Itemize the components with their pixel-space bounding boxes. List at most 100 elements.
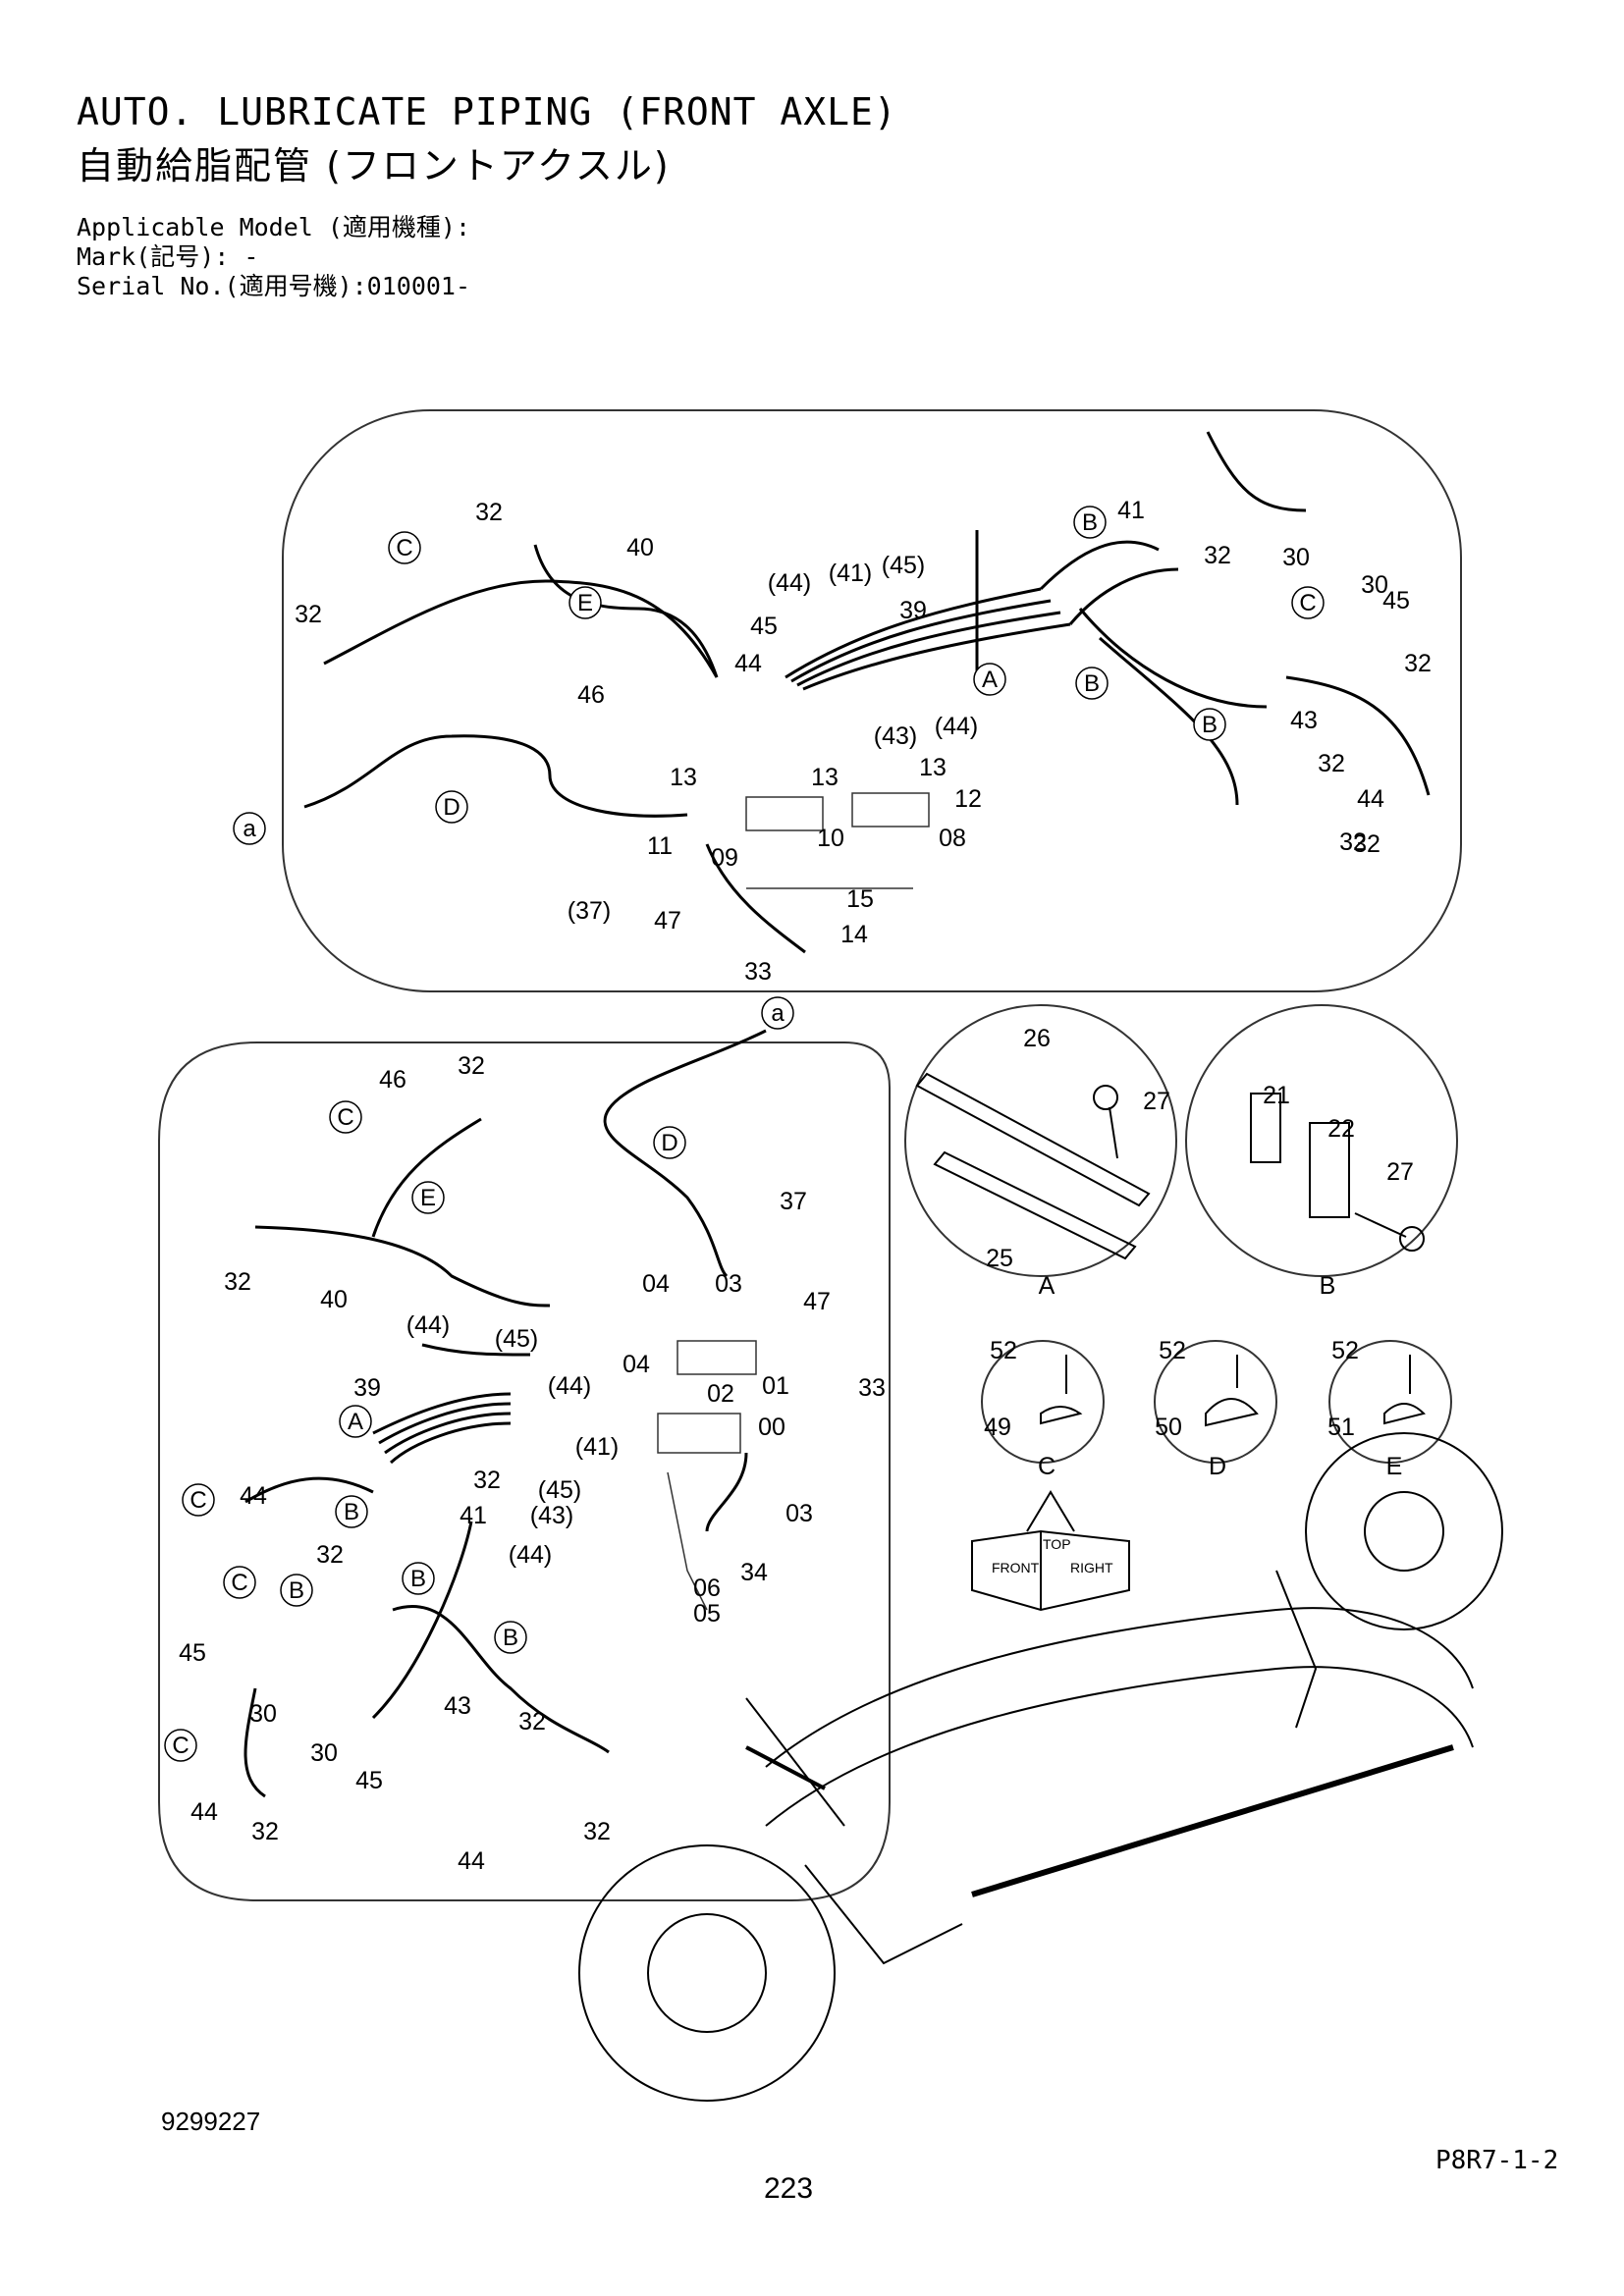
bottom-callout-4-bubble <box>653 1126 686 1159</box>
top-callout-42: 44 <box>1357 785 1384 813</box>
top-callout-2-bubble <box>388 531 421 564</box>
bottom-callout-45: C <box>172 1733 189 1759</box>
orientation-top: TOP <box>1043 1536 1071 1552</box>
page-number: 223 <box>764 2172 814 2205</box>
top-callout-30: 41 <box>1117 497 1145 524</box>
top-callout-29: D <box>443 794 460 821</box>
bottom-callout-14: 39 <box>353 1374 381 1402</box>
top-callout-24: 14 <box>840 921 868 948</box>
orientation-box <box>971 1490 1130 1612</box>
bottom-callout-50: 44 <box>458 1847 485 1875</box>
top-callout-44: 32 <box>1339 828 1367 856</box>
mark: Mark(記号): - <box>77 242 259 271</box>
top-callout-12: A <box>982 667 998 693</box>
bottom-callout-47: 44 <box>190 1798 218 1826</box>
detail-circles <box>904 1004 1458 1464</box>
top-callout-43: 32 <box>1353 830 1380 858</box>
bottom-callout-3-bubble <box>329 1100 362 1134</box>
detail-A-part-26: 26 <box>1023 1025 1051 1052</box>
top-callout-3: E <box>577 590 593 616</box>
top-callout-27: (37) <box>568 897 611 925</box>
top-callout-4: 32 <box>295 601 322 628</box>
bottom-callout-3: C <box>337 1104 353 1131</box>
bottom-callout-4: D <box>661 1130 677 1156</box>
top-callout-20: 09 <box>711 844 738 872</box>
bottom-callout-24: 32 <box>473 1467 501 1494</box>
detail-D-part-50: 50 <box>1155 1414 1182 1441</box>
top-callout-38-bubble <box>1075 667 1109 700</box>
bottom-callout-35-bubble <box>280 1574 313 1607</box>
bottom-callout-45-bubble <box>164 1729 197 1762</box>
bottom-callout-40: 30 <box>249 1700 277 1728</box>
top-callout-28: a <box>243 816 256 842</box>
serial-no: Serial No.(適用号機):010001- <box>77 272 471 300</box>
top-callout-41: 32 <box>1318 750 1345 777</box>
drawing-number: 9299227 <box>161 2107 261 2136</box>
top-callout-5: 46 <box>577 681 605 709</box>
bottom-callout-26-bubble <box>335 1495 368 1528</box>
top-callout-34: C <box>1299 590 1316 616</box>
detail-C-part-49: 49 <box>984 1414 1011 1441</box>
page-title: AUTO. LUBRICATE PIPING (FRONT AXLE) <box>77 90 897 133</box>
bottom-callout-15: (44) <box>548 1372 591 1400</box>
bottom-callout-16: 04 <box>623 1351 650 1378</box>
top-callout-14: (44) <box>935 713 978 740</box>
top-callout-1: 40 <box>626 534 654 561</box>
bottom-callout-39: 45 <box>179 1639 206 1667</box>
bottom-callout-35: B <box>289 1577 304 1604</box>
applicable-model: Applicable Model (適用機種): <box>77 213 471 241</box>
top-callout-28-bubble <box>233 812 266 845</box>
bottom-callout-21: A <box>348 1409 363 1435</box>
orientation-right: RIGHT <box>1070 1560 1113 1575</box>
top-callout-37: 32 <box>1404 650 1432 677</box>
bottom-callout-34-bubble <box>223 1566 256 1599</box>
bottom-callout-31: 32 <box>316 1541 344 1569</box>
top-callout-3-bubble <box>568 586 602 619</box>
bottom-callout-49: 32 <box>583 1818 611 1845</box>
bottom-callout-7: 32 <box>224 1268 251 1296</box>
bottom-callout-5-bubble <box>411 1181 445 1214</box>
top-callout-7: 45 <box>750 613 778 640</box>
top-callout-31-bubble <box>1073 506 1107 539</box>
top-callout-8: (44) <box>768 569 811 597</box>
bottom-callout-23: (41) <box>575 1433 619 1461</box>
detail-B-part-27: 27 <box>1386 1158 1414 1186</box>
top-callout-19: 11 <box>647 832 673 860</box>
bottom-callout-10: 03 <box>715 1270 742 1298</box>
top-panel-frame <box>282 409 1462 992</box>
detail-b-drawing <box>1250 1093 1425 1252</box>
top-callout-11: 39 <box>899 597 927 624</box>
detail-a-drawing <box>915 1072 1151 1260</box>
top-callout-18: 12 <box>954 785 982 813</box>
top-callout-9: (41) <box>829 560 872 587</box>
top-callout-26: 33 <box>744 958 772 986</box>
detail-C-label: C <box>1038 1453 1056 1480</box>
bottom-callout-0-bubble <box>761 996 794 1030</box>
top-callout-39-bubble <box>1193 708 1226 741</box>
top-callout-15: 13 <box>670 764 697 791</box>
bottom-callout-48: 32 <box>251 1818 279 1845</box>
detail-B-part-22: 22 <box>1327 1115 1355 1143</box>
callout-pointers <box>745 1745 826 1790</box>
bottom-callout-36: B <box>410 1566 426 1592</box>
top-callout-16: 13 <box>811 764 839 791</box>
detail-E-part-51: 51 <box>1327 1414 1355 1441</box>
top-hoses <box>303 431 1431 954</box>
bottom-callout-9: 04 <box>642 1270 670 1298</box>
bottom-callout-5: E <box>420 1185 436 1211</box>
top-callout-10: (45) <box>882 552 925 579</box>
bottom-callout-25-bubble <box>182 1483 215 1517</box>
top-manifolds <box>745 792 930 889</box>
bottom-callout-20: 00 <box>758 1414 785 1441</box>
top-callout-34-bubble <box>1291 586 1325 619</box>
bottom-callout-0: a <box>771 1000 785 1027</box>
detail-clamps <box>1040 1355 1426 1427</box>
bottom-callout-18: 33 <box>858 1374 886 1402</box>
page-title-japanese: 自動給脂配管 (フロントアクスル) <box>77 144 671 187</box>
detail-C-part-52: 52 <box>990 1337 1017 1364</box>
bottom-callout-38: 05 <box>693 1600 721 1628</box>
bottom-callout-29: (43) <box>530 1502 573 1529</box>
